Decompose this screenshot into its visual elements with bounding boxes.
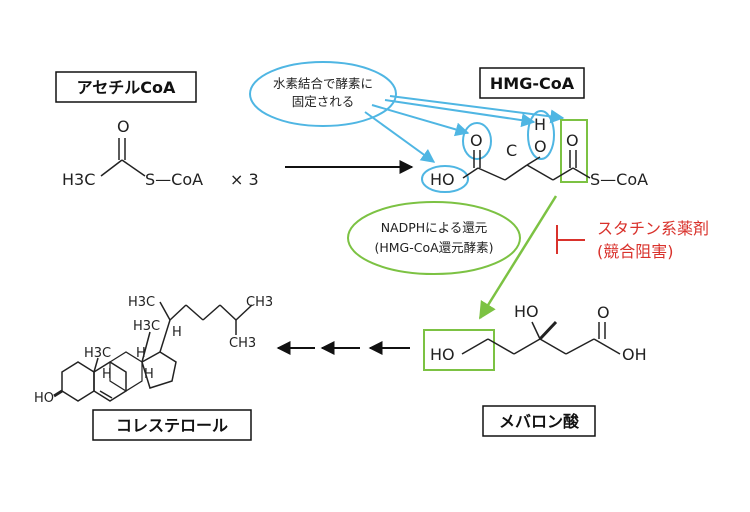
times-three: × 3 [230, 170, 259, 189]
hmg-atom-ho: HO [430, 170, 455, 189]
statin-inhibition: スタチン系薬剤 (競合阻害) [556, 219, 709, 261]
mev-atom-oh: OH [622, 345, 647, 364]
hydrogen-bond-bubble: 水素結合で酵素に 固定される [249, 61, 397, 127]
chol-atom-ch3-side: CH3 [229, 336, 256, 351]
mevalonate-label: メバロン酸 [499, 412, 580, 431]
cholesterol-label: コレステロール [116, 416, 228, 435]
bubble-hbond-line1: 水素結合で酵素に [273, 76, 373, 91]
statin-label-line2: (競合阻害) [597, 242, 674, 261]
atom-h3c: H3C [62, 170, 95, 189]
mevalonate-label-box: メバロン酸 [482, 405, 596, 437]
chol-atom-h3c-mid: H3C [133, 319, 160, 334]
acetyl-coa-label-box: アセチルCoA [55, 71, 197, 103]
mev-atom-o: O [597, 303, 610, 322]
mevalonate-structure: HO HO O OH [423, 302, 647, 371]
chol-atom-h3c-ring: H3C [84, 346, 111, 361]
bubble-reduction-line1: NADPHによる還元 [381, 220, 488, 235]
statin-label-line1: スタチン系薬剤 [597, 219, 709, 238]
acetyl-coa-structure: O H3C S—CoA × 3 [62, 117, 259, 189]
hmg-coa-label: HMG-CoA [490, 74, 575, 93]
arrow-green-reduction [478, 195, 558, 320]
chol-atom-h3c-top: H3C [128, 295, 155, 310]
atom-o: O [117, 117, 130, 136]
bubble-reduction-line2: (HMG-CoA還元酵素) [374, 240, 493, 255]
chol-atom-ch3-top: CH3 [246, 295, 273, 310]
arrow-blue-to-ho [384, 99, 536, 128]
hmg-coa-label-box: HMG-CoA [479, 67, 585, 99]
chol-atom-ho: HO [34, 391, 54, 406]
arrow-blue-to-o1 [371, 104, 470, 137]
chol-atom-h-b: H [136, 346, 146, 361]
mev-atom-ho-left: HO [430, 345, 455, 364]
arrow-blue-to-ho-left [364, 111, 436, 163]
hmg-atom-o-hydroxy: O [534, 137, 547, 156]
hmg-atom-h: H [534, 115, 546, 134]
acetyl-coa-label: アセチルCoA [77, 78, 176, 97]
hmg-atom-o2: O [566, 131, 579, 150]
chol-atom-h-c: H [102, 367, 112, 382]
reduction-bubble: NADPHによる還元 (HMG-CoA還元酵素) [347, 201, 521, 275]
hmg-coa-structure: O C H O O HO S—CoA [421, 110, 648, 193]
mev-atom-ho-top: HO [514, 302, 539, 321]
bubble-hbond-line2: 固定される [292, 94, 355, 109]
hmg-atom-o1: O [470, 131, 483, 150]
atom-s-coa: S—CoA [145, 170, 203, 189]
cholesterol-label-box: コレステロール [92, 409, 252, 441]
hmg-atom-s-coa: S—CoA [590, 170, 648, 189]
chol-atom-h-d: H [144, 367, 154, 382]
hmg-atom-c: C [506, 141, 517, 160]
cholesterol-structure: H3C CH3 CH3 H3C H H3C H H H HO [34, 295, 273, 406]
chol-atom-h-a: H [172, 325, 182, 340]
